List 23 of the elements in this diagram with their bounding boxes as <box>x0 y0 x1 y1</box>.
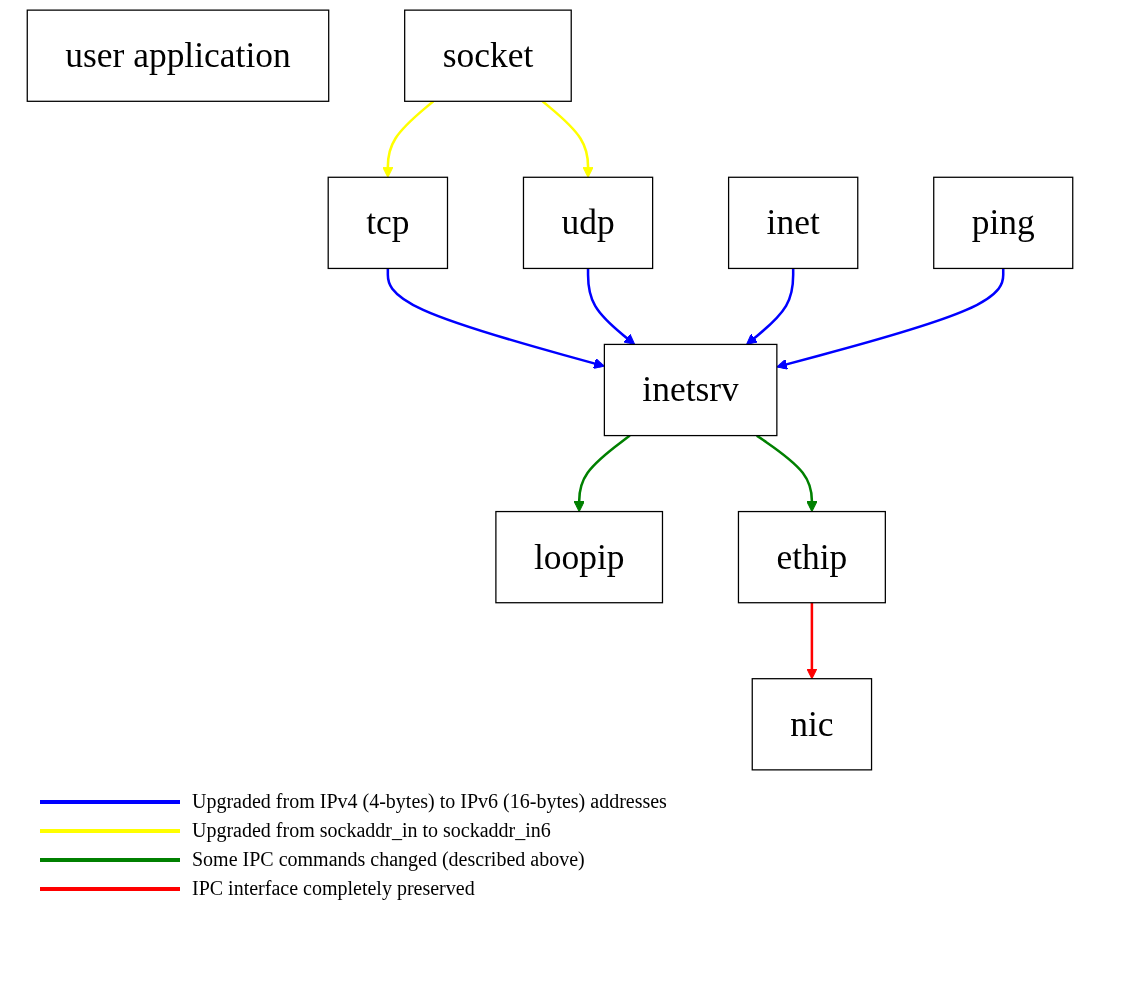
legend-text: Upgraded from IPv4 (4-bytes) to IPv6 (16-bytes) addresses <box>192 790 667 813</box>
arrow <box>386 268 605 369</box>
node-box: udp <box>522 176 654 270</box>
node-box: tcp <box>327 176 449 270</box>
arrow <box>746 268 795 345</box>
legend-text: IPC interface completely preserved <box>192 877 475 900</box>
arrow <box>806 602 818 680</box>
arrow <box>586 268 636 345</box>
arrow <box>756 434 818 513</box>
arrow <box>776 268 1005 370</box>
node-box: loopip <box>495 510 664 604</box>
legend-text: Upgraded from sockaddr_in to sockaddr_in6 <box>192 819 551 842</box>
node-box: inetsrv <box>603 343 778 437</box>
legend-text: Some IPC commands changed (described above) <box>192 848 585 871</box>
node-box: user application <box>26 9 330 102</box>
node-box: ethip <box>737 510 886 604</box>
node-box: nic <box>751 678 873 771</box>
arrow <box>382 100 435 178</box>
node-box: socket <box>404 9 572 102</box>
arrow <box>541 100 594 178</box>
arrow <box>573 434 631 513</box>
node-box: ping <box>933 176 1074 270</box>
node-box: inet <box>727 176 859 270</box>
